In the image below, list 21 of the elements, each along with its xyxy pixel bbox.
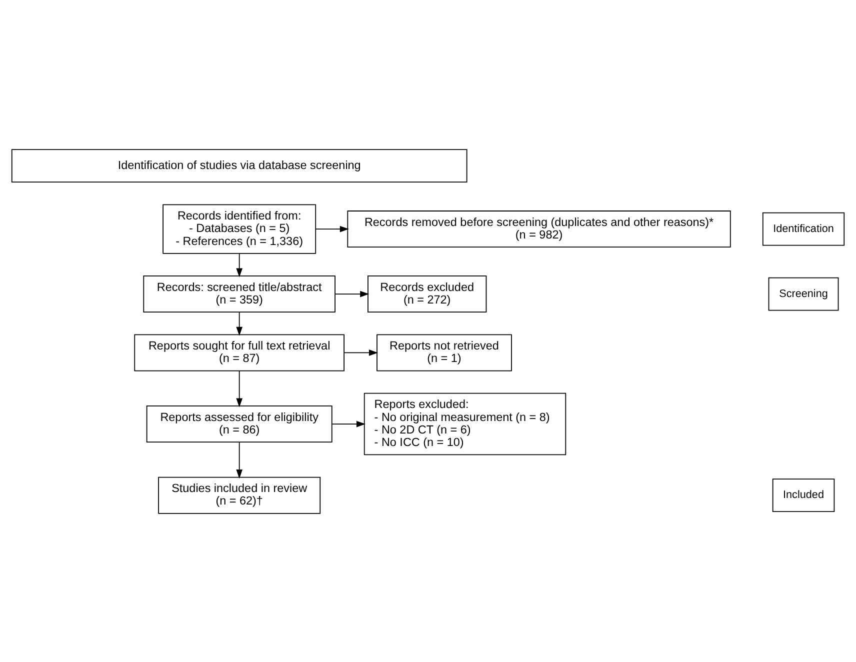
arrow — [344, 349, 378, 356]
arrow — [331, 420, 366, 427]
node-box: Identification of studies via database screening — [11, 148, 468, 182]
node-box: Screening — [768, 276, 839, 310]
node-box: Included — [772, 478, 835, 512]
node-box: Identification — [762, 212, 845, 246]
node-box: Reports excluded: - No original measurement (n = 8) - No 2D CT (n = 6) - No ICC (n = 10) — [364, 392, 566, 455]
arrow — [315, 225, 349, 232]
arrow — [236, 441, 242, 478]
node-box: Reports assessed for eligibility (n = 86) — [146, 405, 332, 442]
node-box: Records removed before screening (duplicates and other reasons)* (n = 982) — [347, 210, 731, 248]
node-box: Reports not retrieved (n = 1) — [376, 334, 512, 371]
arrow — [334, 290, 370, 297]
node-box: Records: screened title/abstract (n = 359) — [143, 275, 336, 312]
arrow — [236, 370, 242, 407]
arrow — [236, 311, 242, 336]
arrow — [236, 252, 242, 277]
node-box: Records identified from: - Databases (n = 5) - References (n = 1,336) — [162, 204, 316, 254]
node-box: Studies included in review (n = 62)† — [158, 476, 321, 514]
node-box: Records excluded (n = 272) — [368, 275, 487, 312]
node-box: Reports sought for full text retrieval (n = 87) — [134, 334, 344, 371]
